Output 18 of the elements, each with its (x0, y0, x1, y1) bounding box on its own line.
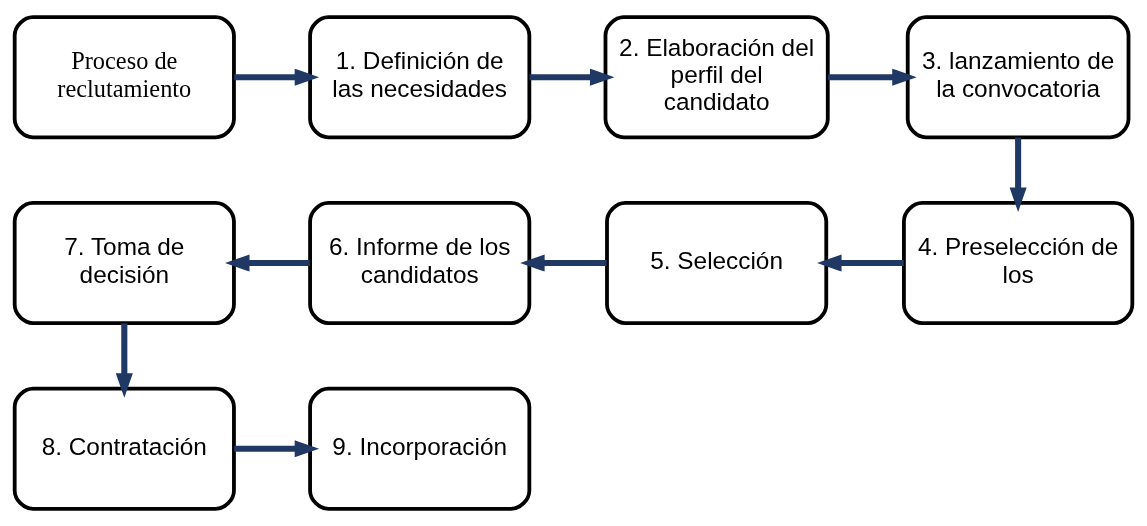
arrow (817, 254, 904, 272)
arrow (234, 440, 320, 458)
node-box: 1. Definición de las necesidades (308, 15, 532, 140)
arrow (225, 254, 310, 272)
node-box: 5. Selección (605, 200, 829, 326)
arrow (234, 68, 320, 86)
node-box: 9. Incorporación (308, 386, 532, 511)
node-box: Proceso de reclutamiento (12, 15, 236, 140)
node-box: 4. Preselección de los (902, 200, 1135, 326)
arrow (1009, 137, 1027, 212)
node-box: 7. Toma de decisión (12, 200, 236, 326)
arrow (529, 68, 615, 86)
node-box: 2. Elaboración del perfil del candidato (603, 15, 830, 140)
node-box: 3. lanzamiento de la convocatoria (905, 15, 1131, 140)
node-box: 6. Informe de los candidatos (308, 200, 532, 326)
arrow (115, 323, 133, 398)
node-box: 8. Contratación (12, 386, 236, 511)
arrow (520, 254, 607, 272)
